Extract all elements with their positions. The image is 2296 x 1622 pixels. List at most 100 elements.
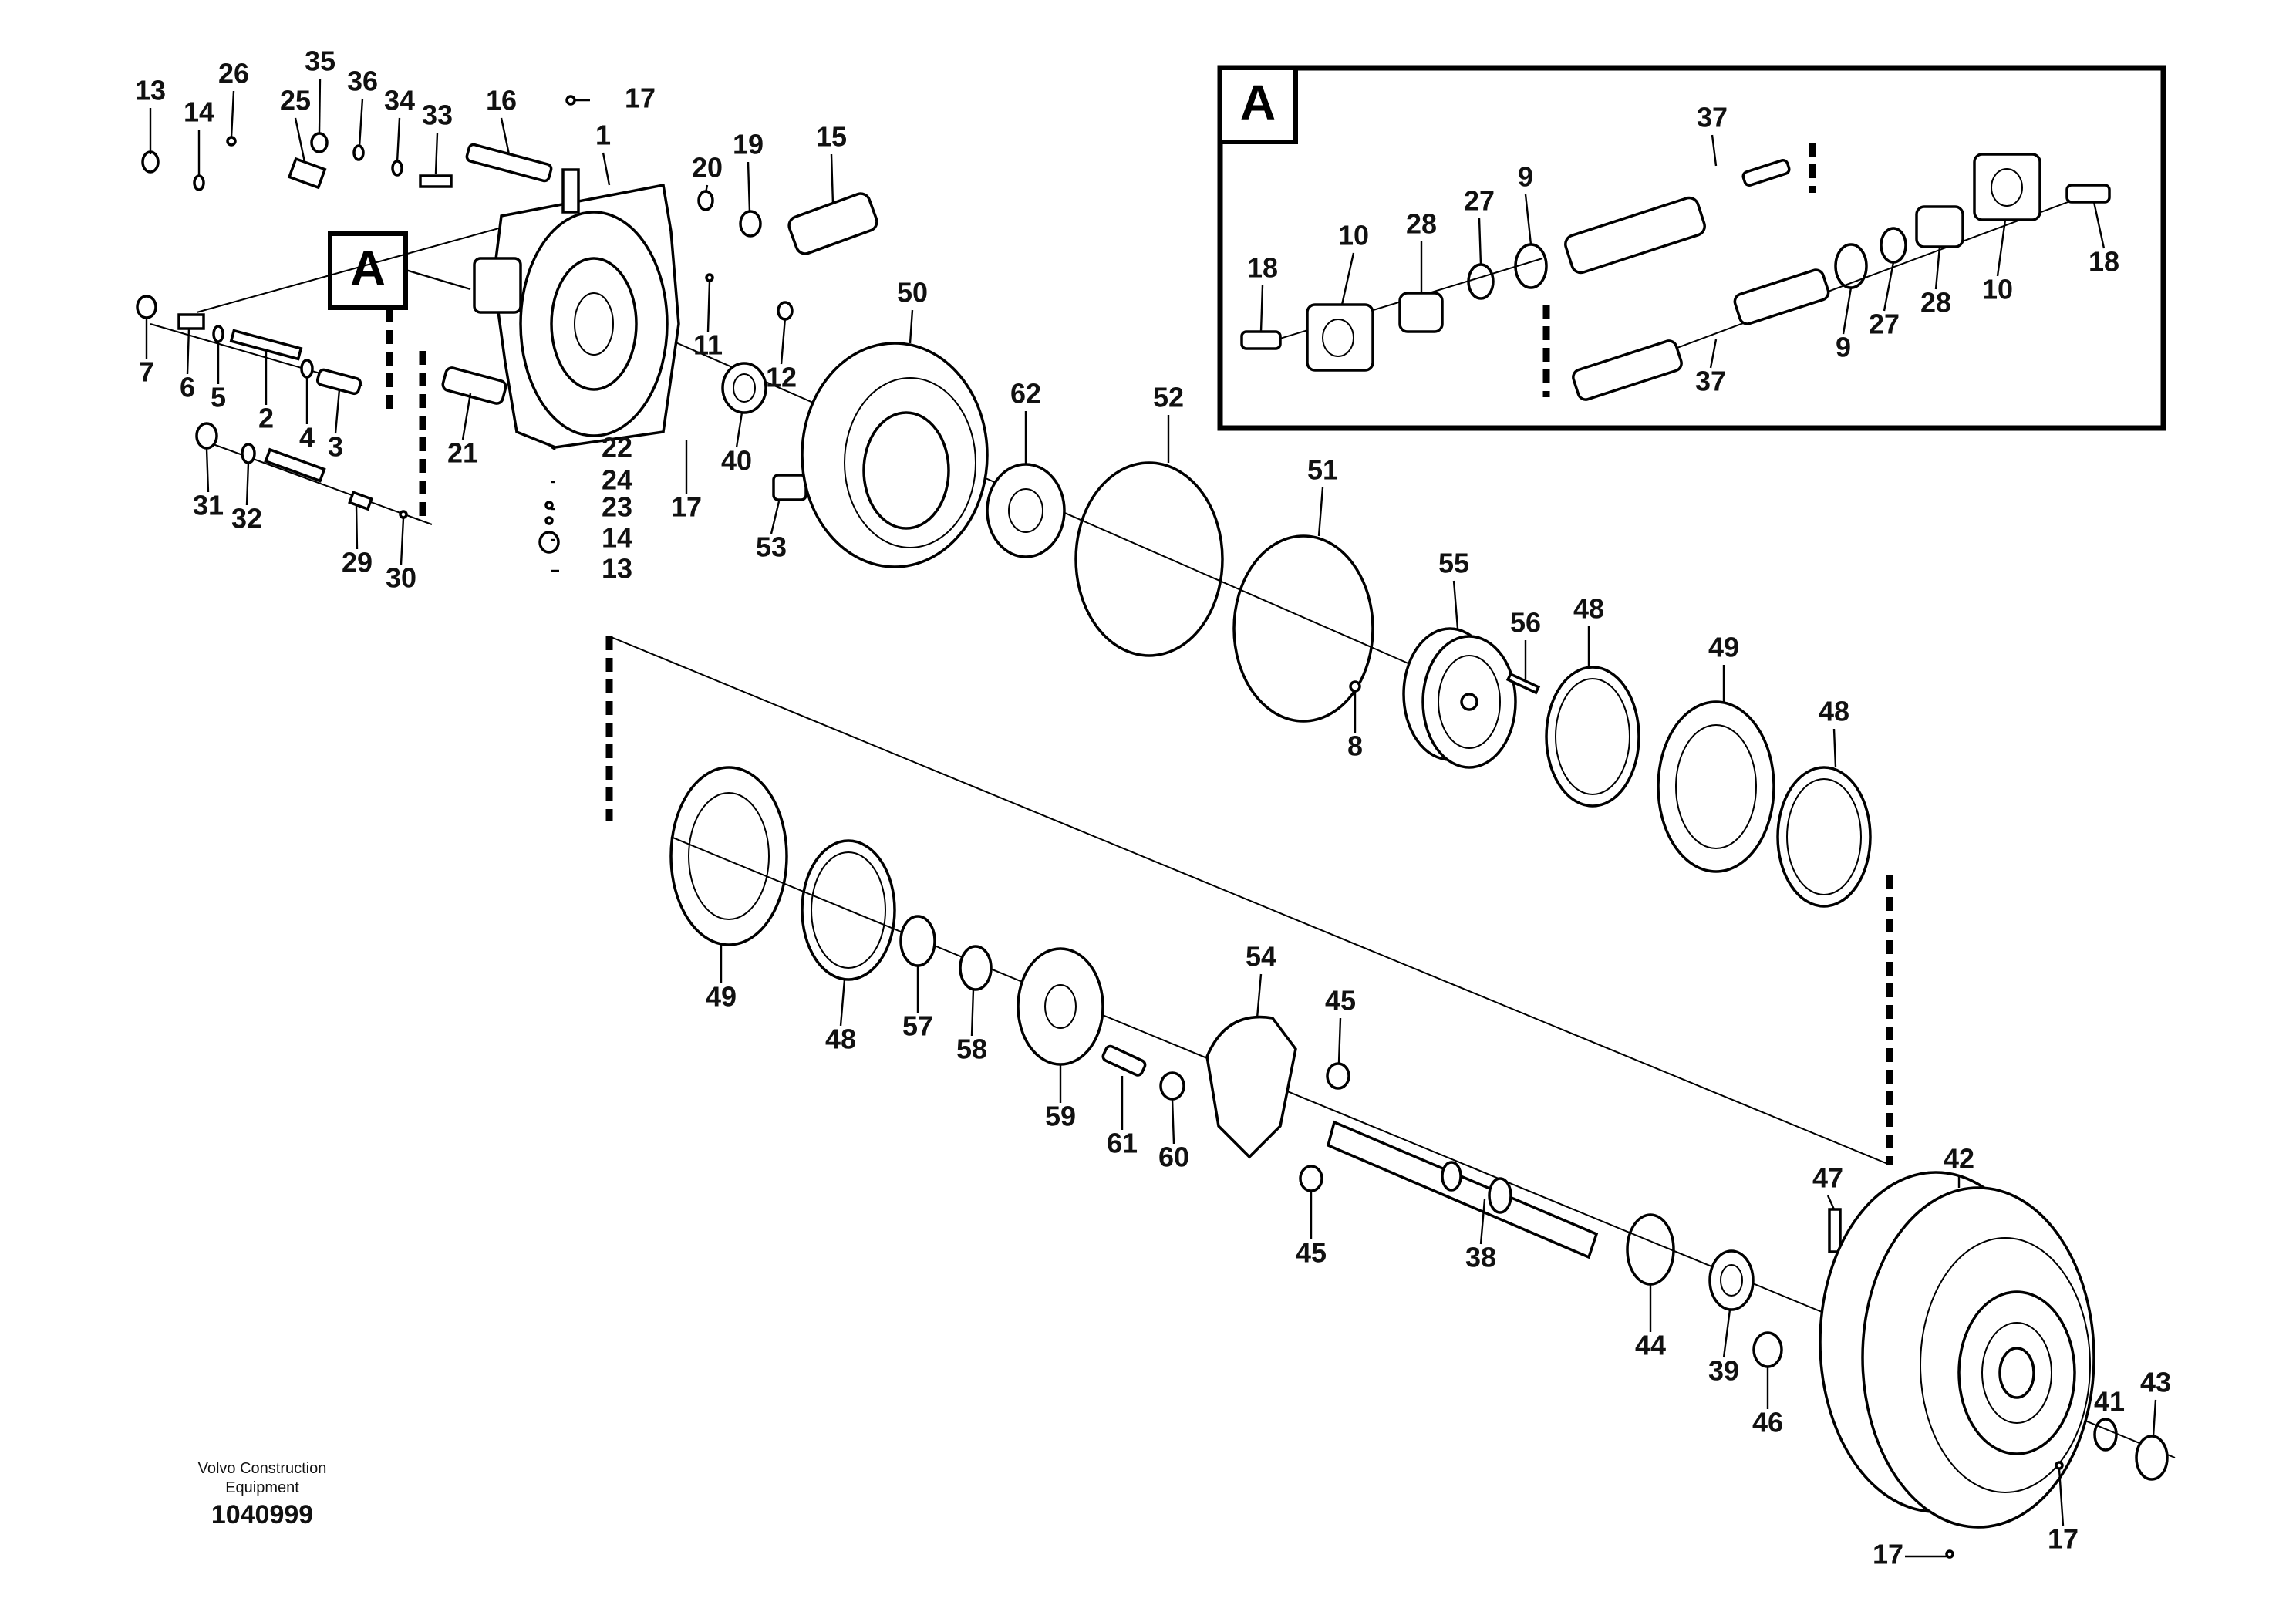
callout-leader-d18a: [1259, 285, 1264, 332]
callout-label-c44: 44: [1635, 1330, 1666, 1361]
detail-a-frame: [1217, 65, 2166, 431]
callout-label-c26: 26: [218, 58, 249, 89]
callout-label-c11: 11: [693, 329, 723, 361]
callout-leader-d9b: [1842, 287, 1853, 335]
upper-left-small-parts: [141, 95, 878, 321]
callout-label-c8: 8: [1347, 730, 1363, 762]
motor-housing: [473, 168, 680, 449]
detail-ring-27-a: [1467, 263, 1495, 300]
swash-plate-50: [801, 342, 989, 568]
spool-axis-b: [200, 439, 433, 525]
callout-leader-c25: [294, 117, 306, 163]
callout-leader-c3: [334, 389, 341, 434]
callout-label-c17a: 17: [625, 83, 656, 114]
callout-label-d28a: 28: [1406, 208, 1437, 240]
callout-label-d37b: 37: [1695, 366, 1726, 397]
plug-17-d: [1945, 1549, 1954, 1559]
callout-label-c2: 2: [258, 403, 274, 434]
callout-leader-c20: [704, 184, 709, 194]
callout-label-c55: 55: [1438, 548, 1469, 579]
friction-plate-48-c-inner: [811, 851, 886, 969]
callout-label-c25: 25: [280, 85, 311, 116]
callout-leader-c48b: [1832, 728, 1837, 768]
callout-leader-c22: [551, 446, 556, 451]
separator-plate-49-a-inner: [1675, 724, 1757, 849]
callout-leader-c53: [770, 501, 781, 534]
detail-spring-28-b: [1915, 205, 1964, 248]
callout-label-c47: 47: [1812, 1162, 1843, 1194]
callout-label-d10b: 10: [1982, 274, 2013, 305]
separator-plate-49-b: [669, 766, 788, 946]
plug-46: [1752, 1331, 1783, 1368]
callout-label-c54: 54: [1246, 941, 1276, 973]
callout-label-c16: 16: [486, 85, 517, 116]
detail-a-tag: A: [1240, 75, 1276, 130]
callout-leader-d27b: [1883, 261, 1895, 312]
detail-oring-9-a: [1514, 243, 1548, 289]
detail-bolt-18-b: [2065, 184, 2111, 204]
callout-label-c51: 51: [1307, 454, 1338, 486]
callout-label-c5: 5: [211, 382, 226, 413]
callout-label-c31: 31: [193, 490, 224, 521]
o-ring-51: [1232, 534, 1374, 723]
callout-label-c40: 40: [721, 445, 752, 477]
callout-label-c38: 38: [1465, 1242, 1496, 1273]
separator-plate-49-a: [1657, 700, 1775, 873]
retainer-plate-59: [1017, 947, 1104, 1066]
callout-label-c4: 4: [299, 422, 315, 454]
detail-a-parts: [1240, 153, 2111, 401]
footer-drawing-number: 1040999: [211, 1500, 313, 1529]
drive-shaft-38: [1326, 1120, 1599, 1259]
callout-label-c13b: 13: [602, 553, 632, 585]
housing-a-tag-box: [328, 231, 408, 310]
callout-label-c45b: 45: [1296, 1237, 1327, 1269]
callout-label-c48c: 48: [825, 1023, 856, 1055]
callout-leader-c15: [830, 153, 834, 205]
callout-label-d18a: 18: [1247, 252, 1278, 284]
callout-label-c48b: 48: [1819, 696, 1849, 727]
detail-tip-37-a: [1741, 158, 1791, 187]
callout-label-c34: 34: [384, 85, 415, 116]
callout-leader-d9a: [1524, 194, 1532, 245]
friction-plate-48-a: [1545, 666, 1640, 808]
callout-leader-c50: [909, 309, 914, 344]
callout-label-c21: 21: [447, 437, 478, 469]
callout-label-c24: 24: [602, 464, 632, 496]
callout-label-c60: 60: [1158, 1141, 1189, 1173]
cylinder-block-55: [1402, 627, 1517, 769]
friction-plate-48-b-inner: [1786, 778, 1862, 895]
callout-leader-c38: [1479, 1199, 1486, 1245]
detail-spool-37-b: [1572, 339, 1683, 401]
swash-plate-54: [1205, 1015, 1297, 1159]
callout-label-c20: 20: [692, 152, 723, 184]
callout-leader-c43: [2152, 1399, 2157, 1437]
callout-leader-c35: [318, 78, 322, 133]
callout-label-c29: 29: [342, 547, 373, 578]
callout-label-c12: 12: [766, 362, 797, 393]
callout-leader-d37a: [1711, 134, 1718, 167]
callout-label-c49b: 49: [706, 981, 737, 1013]
detail-cover-10-a: [1306, 303, 1374, 372]
plug-17-c: [2055, 1461, 2064, 1470]
nut-45-a: [1326, 1062, 1350, 1090]
left-spool-parts: [136, 295, 560, 554]
callout-leader-c55: [1452, 580, 1459, 629]
callout-label-c61: 61: [1107, 1128, 1138, 1159]
detail-cover-10-b: [1973, 153, 2041, 221]
bearing-40-bore: [733, 373, 756, 403]
callout-label-d9b: 9: [1836, 332, 1851, 363]
footer-company-line1: Volvo Construction: [198, 1460, 327, 1477]
spring-53: [772, 474, 807, 501]
callout-leader-c60: [1171, 1098, 1175, 1145]
callout-label-d27a: 27: [1464, 185, 1495, 217]
callout-leader-c16: [500, 117, 511, 155]
callout-leader-c32: [245, 462, 250, 506]
callout-leader-d10a: [1340, 252, 1355, 305]
snap-ring-44: [1626, 1213, 1675, 1286]
callout-label-c33: 33: [422, 99, 453, 131]
callout-label-c22: 22: [602, 432, 632, 464]
callout-leader-d18b: [2092, 201, 2106, 249]
friction-plate-48-a-inner: [1555, 678, 1630, 795]
